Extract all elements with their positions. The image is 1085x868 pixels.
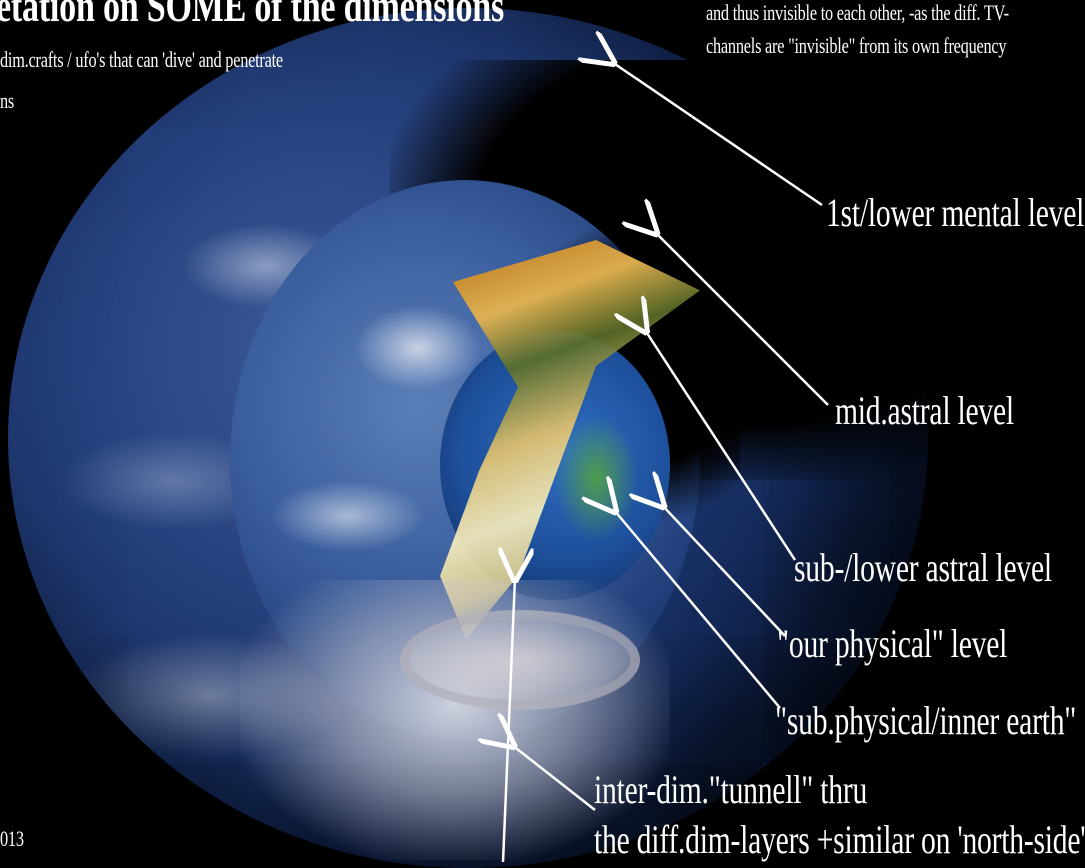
tunnel-opening xyxy=(400,610,640,710)
label-mid-astral-level: mid.astral level xyxy=(835,388,1014,433)
page-title: etation on SOME of the dimensions xyxy=(0,0,505,31)
label-sub-physical-level: "sub.physical/inner earth" xyxy=(775,698,1077,743)
arrow-sub-physical xyxy=(614,510,781,709)
label-lower-astral-level: sub-/lower astral level xyxy=(794,545,1052,590)
arrow-mental xyxy=(612,62,823,207)
label-physical-level: "our physical" level xyxy=(777,621,1008,666)
subtitle-line-2: ns xyxy=(0,88,15,113)
arrow-physical xyxy=(662,505,786,637)
year-fragment: 013 xyxy=(0,826,24,851)
arrow-tunnel-side xyxy=(512,745,596,811)
arrow-tunnel-up xyxy=(503,578,515,863)
label-lower-mental-level: 1st/lower mental level xyxy=(826,190,1085,235)
label-tunnel-line-2: the diff.dim-layers +similar on 'north-s… xyxy=(594,817,1085,862)
note-line-1: and thus invisible to each other, -as th… xyxy=(706,0,1009,25)
label-tunnel-line-1: inter-dim."tunnell" thru xyxy=(594,767,868,812)
arrow-lower-astral xyxy=(645,330,797,561)
subtitle-line-1: dim.crafts / ufo's that can 'dive' and p… xyxy=(0,47,283,72)
note-line-2: channels are "invisible" from its own fr… xyxy=(706,33,1007,58)
arrow-mid-astral xyxy=(655,232,829,406)
